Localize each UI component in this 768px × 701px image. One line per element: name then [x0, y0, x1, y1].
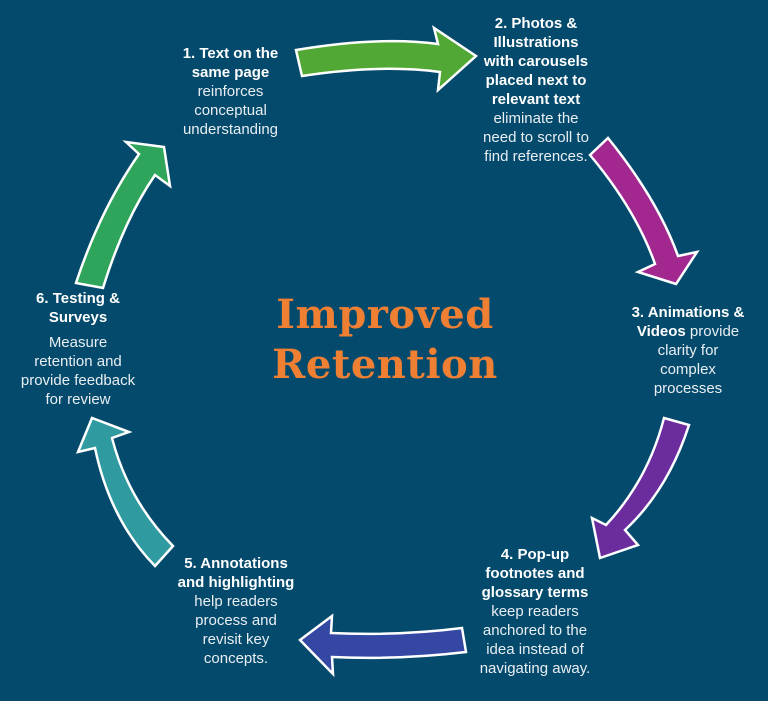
arrow-1-to-2-icon [294, 25, 479, 94]
step-1-heading-line: 1. Text on the [182, 45, 279, 62]
step-2-desc-line: find references. [484, 148, 588, 165]
step-5-desc-line: revisit key [202, 631, 270, 648]
step-4-desc-line: keep readers [491, 603, 579, 620]
step-2-desc-line: eliminate the [493, 110, 579, 127]
step-2-desc-line: need to scroll to [483, 129, 589, 146]
step-5-heading-line: and highlighting [177, 574, 295, 591]
step-5-annotations-highlighting: 5. Annotations and highlighting help rea… [162, 554, 310, 668]
step-2-heading-line: Illustrations [493, 34, 579, 51]
step-4-desc-line: idea instead of [486, 641, 584, 658]
arrow-6-to-1-icon [74, 140, 172, 290]
center-title-line-1: Improved [276, 291, 494, 338]
step-2-photos-illustrations: 2. Photos & Illustrations with carousels… [462, 14, 610, 166]
step-6-testing-surveys: 6. Testing & Surveys Measure retention a… [8, 289, 148, 409]
step-6-desc-line: Measure [48, 334, 108, 351]
center-title-line-2: Retention [272, 341, 498, 388]
step-2-heading-line: 2. Photos & [494, 15, 578, 32]
step-4-heading-line: footnotes and [485, 565, 585, 582]
step-4-heading-line: 4. Pop-up [500, 546, 570, 563]
arrow-4-to-5-icon [298, 613, 468, 678]
center-title: Improved Retention [240, 290, 530, 390]
step-3-desc-line: processes [653, 380, 723, 397]
arrow-3-to-4-icon [590, 416, 691, 560]
step-1-desc-line: conceptual [194, 102, 267, 119]
step-3-desc-inline: provide [685, 323, 740, 340]
step-3-desc-line: complex [660, 361, 716, 378]
arrow-2-to-3-icon [588, 136, 700, 286]
step-4-popup-footnotes: 4. Pop-up footnotes and glossary terms k… [460, 545, 610, 678]
step-1-desc-line: understanding [182, 121, 279, 138]
step-5-heading-line: 5. Annotations [184, 555, 288, 572]
step-1-desc-line: reinforces [197, 83, 264, 100]
step-3-desc-line: clarity for [657, 342, 719, 359]
step-6-heading-line: 6. Testing & [36, 290, 120, 307]
step-3-animations-videos: 3. Animations & Videos provide clarity f… [608, 303, 768, 398]
step-2-heading-line: placed next to [485, 72, 587, 89]
step-4-desc-line: navigating away. [479, 660, 591, 677]
step-2-heading-line: with carousels [483, 53, 589, 70]
step-1-heading-line: same page [191, 64, 270, 81]
step-6-desc-line: retention and [34, 353, 122, 370]
step-3-heading-line: Videos [636, 323, 686, 340]
step-3-heading-line: 3. Animations & [631, 304, 745, 321]
step-6-desc-line: provide feedback [20, 372, 136, 389]
step-5-desc-line: concepts. [203, 650, 269, 667]
step-5-desc-line: help readers [194, 593, 278, 610]
step-1-text-on-same-page: 1. Text on the same page reinforces conc… [163, 44, 298, 139]
step-5-desc-line: process and [195, 612, 277, 629]
arrow-5-to-6-icon [75, 416, 175, 568]
step-6-desc-line: for review [45, 391, 111, 408]
step-4-desc-line: anchored to the [482, 622, 588, 639]
step-2-heading-line: relevant text [491, 91, 581, 108]
step-4-heading-line: glossary terms [481, 584, 589, 601]
step-6-heading-line: Surveys [48, 309, 108, 326]
